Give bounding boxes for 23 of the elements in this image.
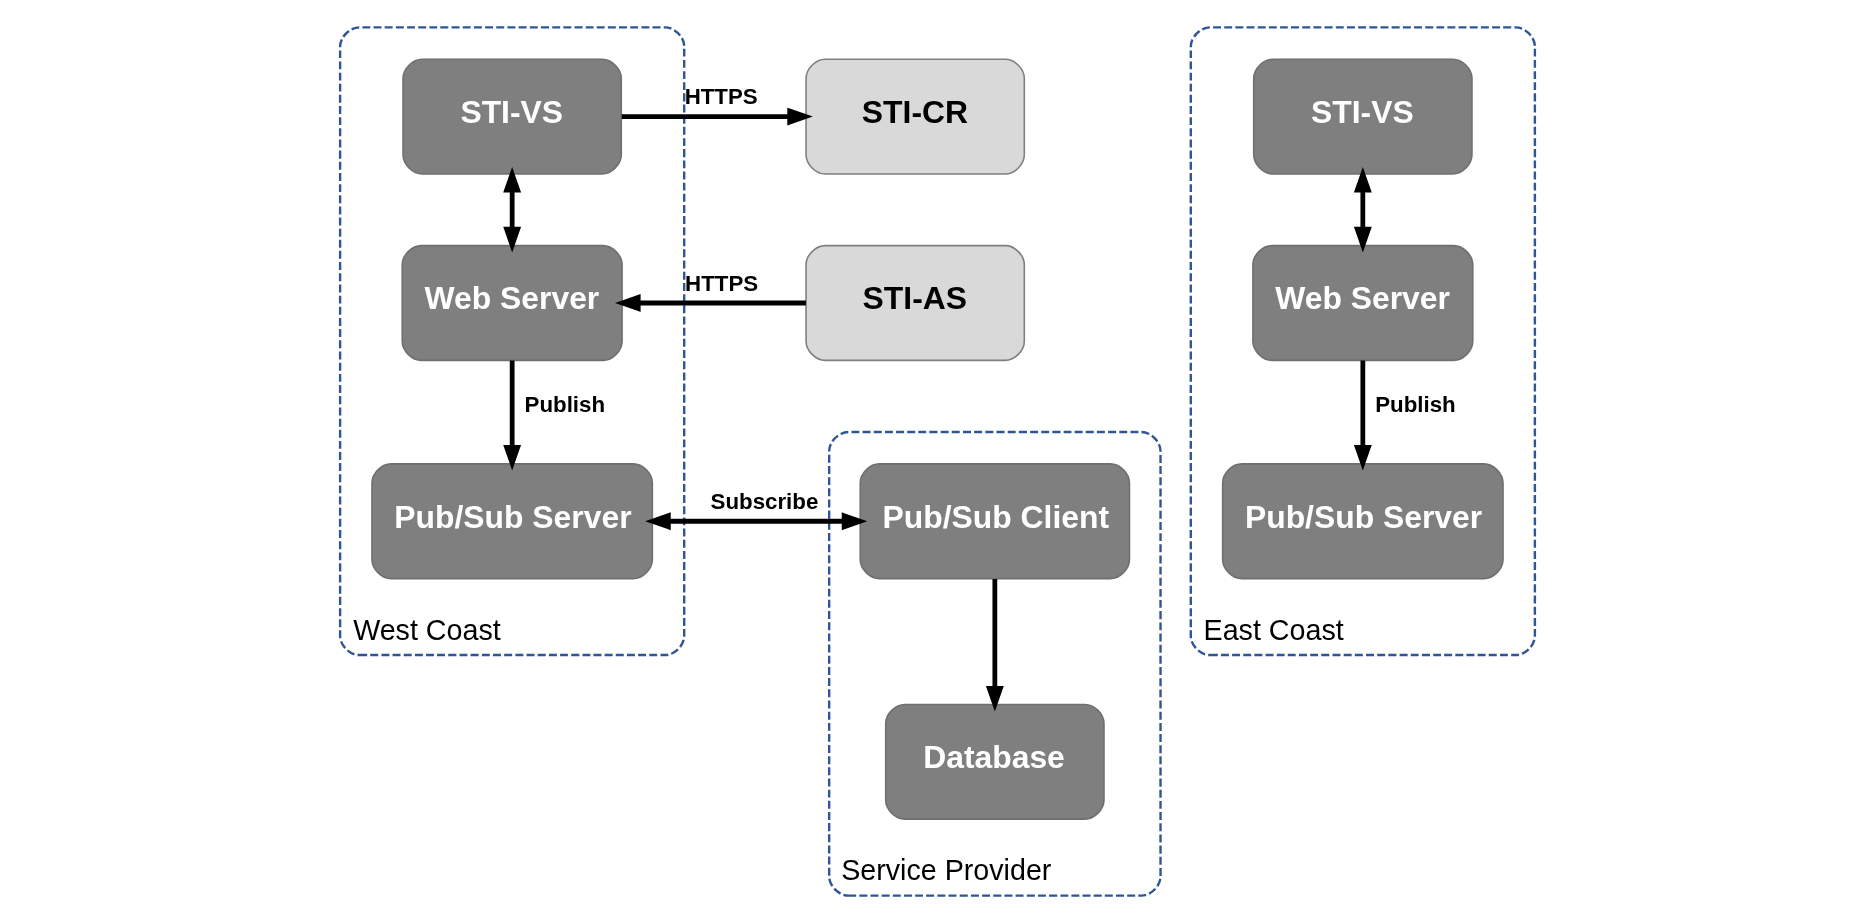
node-box: STI-VS <box>402 58 623 175</box>
edge-label: HTTPS <box>684 84 758 110</box>
arrow <box>503 166 522 253</box>
node-box: Database <box>884 703 1105 820</box>
node-box: Pub/Sub Server <box>371 463 654 580</box>
edge-label: Publish <box>524 391 606 417</box>
node-box: STI-AS <box>805 244 1026 362</box>
node-box: Web Server <box>401 244 623 362</box>
node-box: Pub/Sub Server <box>1221 463 1504 580</box>
arrow <box>1353 166 1372 253</box>
edge-label: Subscribe <box>710 488 819 514</box>
edge-label: HTTPS <box>685 270 759 296</box>
edge-label: Publish <box>1375 391 1456 417</box>
node-box: Pub/Sub Client <box>859 463 1131 580</box>
arrow <box>621 107 813 126</box>
arrow <box>1353 360 1372 471</box>
arrow <box>615 294 806 312</box>
node-box: STI-VS <box>1252 58 1473 175</box>
arrow <box>503 360 522 471</box>
node-box: Web Server <box>1252 244 1474 362</box>
arrow <box>985 579 1004 712</box>
node-box: STI-CR <box>805 58 1026 175</box>
arrow <box>645 512 868 531</box>
